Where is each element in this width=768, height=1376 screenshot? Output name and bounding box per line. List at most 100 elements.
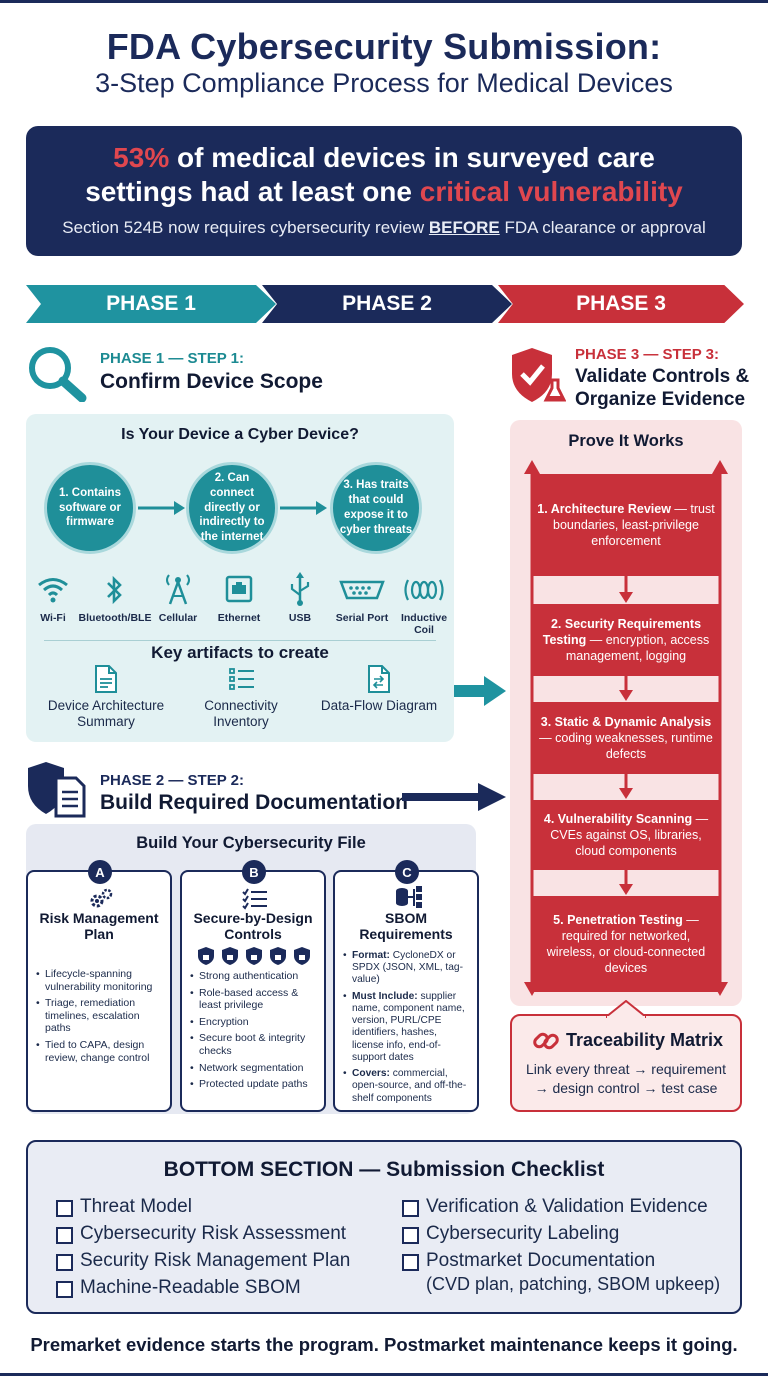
- sbom-card: C SBOM Requirements Format: CycloneDX or…: [333, 860, 479, 1112]
- criterion-2-circle: 2. Can connect directly or indirectly to…: [186, 462, 278, 554]
- validation-step-1: 1. Architecture Review — trust boundarie…: [532, 474, 720, 576]
- secure-design-bullets: Strong authentication Role-based access …: [190, 970, 318, 1095]
- list-icon: [229, 668, 254, 690]
- arrow-down-icon: [619, 676, 633, 701]
- checklist-item[interactable]: Threat Model: [54, 1196, 192, 1218]
- phase1-kicker: PHASE 1 — STEP 1:: [100, 350, 244, 367]
- stat-banner: 53% of medical devices in surveyed care …: [26, 126, 742, 256]
- bottom-rule: [0, 1373, 768, 1376]
- bullet-item: Strong authentication: [190, 970, 318, 983]
- sbom-item: Covers: commercial, open-source, and off…: [343, 1068, 471, 1105]
- bullet-item: Secure boot & integrity checks: [190, 1032, 318, 1057]
- sbom-bullets: Format: CycloneDX or SPDX (JSON, XML, ta…: [343, 950, 471, 1109]
- arrow-right-icon: [402, 783, 506, 811]
- checklist-item[interactable]: Cybersecurity Labeling: [400, 1223, 619, 1245]
- step-title: 3. Static & Dynamic Analysis: [540, 714, 712, 729]
- traceability-line-1: Link every threat → requirement: [526, 1061, 726, 1077]
- bullet-item: Lifecycle-spanning vulnerability monitor…: [36, 968, 164, 993]
- top-rule: [0, 0, 768, 3]
- secure-design-card: B Secure-by-Design Controls Strong authe…: [180, 860, 326, 1112]
- step-title: 4. Vulnerability Scanning: [543, 811, 693, 826]
- interface-label: USB: [288, 612, 312, 624]
- bullet-item: Network segmentation: [190, 1062, 318, 1075]
- arrow-down-icon: [619, 774, 633, 799]
- validation-step-3: 3. Static & Dynamic Analysis — coding we…: [532, 702, 720, 774]
- step-title: 1. Architecture Review: [537, 501, 671, 516]
- checklist-item-note: (CVD plan, patching, SBOM upkeep): [426, 1274, 721, 1294]
- divider: [44, 640, 436, 641]
- secure-design-title: Secure-by-Design Controls: [193, 910, 313, 943]
- validation-step-5: 5. Penetration Testing — required for ne…: [532, 896, 720, 992]
- bullet-item: Encryption: [190, 1016, 318, 1029]
- phase2-heading: Build Required Documentation: [100, 791, 409, 814]
- phase2-kicker: PHASE 2 — STEP 2:: [100, 772, 244, 789]
- checklist-title: BOTTOM SECTION — Submission Checklist: [163, 1158, 605, 1181]
- banner-sub-text: Section 524B now requires cybersecurity …: [62, 218, 429, 237]
- sbom-item: Format: CycloneDX or SPDX (JSON, XML, ta…: [343, 950, 471, 987]
- wifi-icon: [38, 578, 68, 603]
- step-title: 2. Security Requirements Testing: [542, 616, 702, 647]
- artifact-label: Connectivity Inventory: [204, 698, 278, 730]
- link-icon: [533, 1032, 559, 1050]
- phase2-card-title: Build Your Cybersecurity File: [136, 834, 366, 852]
- shield-document-icon: [28, 762, 86, 818]
- phase3-card-title: Prove It Works: [568, 432, 684, 450]
- validation-step-4: 4. Vulnerability Scanning — CVEs against…: [532, 800, 720, 870]
- interface-label: Wi-Fi: [40, 612, 66, 624]
- interface-label: Ethernet: [217, 612, 261, 624]
- bullet-item: Tied to CAPA, design review, change cont…: [36, 1039, 164, 1064]
- checklist-item[interactable]: Cybersecurity Risk Assessment: [54, 1223, 346, 1245]
- pointer-notch: [606, 1000, 646, 1018]
- phase3-heading-1: Validate Controls &: [575, 366, 750, 387]
- badge-a: A: [88, 860, 112, 884]
- banner-text: settings had at least one: [85, 176, 420, 207]
- phase3-heading-2: Organize Evidence: [575, 389, 746, 410]
- arrow-down-icon: [619, 576, 633, 603]
- checklist-item[interactable]: Verification & Validation Evidence: [400, 1196, 708, 1218]
- validation-step-2: 2. Security Requirements Testing — encry…: [532, 604, 720, 676]
- banner-text: of medical devices in surveyed care: [169, 142, 655, 173]
- checklist-item[interactable]: Security Risk Management Plan: [54, 1250, 350, 1272]
- sbom-item-text: commercial, open-source, and off-the-she…: [352, 1068, 467, 1104]
- traceability-title: Traceability Matrix: [566, 1030, 724, 1050]
- banner-line-2: settings had at least one critical vulne…: [26, 176, 742, 208]
- cellular-tower-icon: [166, 574, 190, 605]
- bluetooth-icon: [107, 575, 122, 605]
- artifact-label: Data-Flow Diagram: [320, 698, 438, 713]
- banner-subline: Section 524B now requires cybersecurity …: [26, 218, 742, 238]
- phase1-heading: Confirm Device Scope: [100, 370, 323, 393]
- sbom-item-label: Format:: [352, 950, 390, 961]
- step-desc: — trust boundaries, least-privilege enfo…: [553, 501, 715, 549]
- ethernet-icon: [225, 575, 253, 603]
- banner-sub-text: FDA clearance or approval: [499, 218, 706, 237]
- checklist-icon: [242, 888, 267, 910]
- phase-3-chevron: PHASE 3: [498, 285, 744, 323]
- criterion-1-circle: 1. Contains software or firmware: [44, 462, 136, 554]
- data-flow-icon: [368, 665, 390, 693]
- traceability-line-2: → design control → test case: [534, 1080, 718, 1096]
- interface-label: Serial Port: [335, 612, 389, 624]
- arrow-right-icon: [454, 676, 506, 706]
- submission-checklist: BOTTOM SECTION — Submission Checklist: [26, 1140, 742, 1314]
- magnifier-icon: [29, 347, 87, 402]
- document-icon: [95, 665, 117, 693]
- checklist-item[interactable]: Machine-Readable SBOM: [54, 1277, 301, 1299]
- database-network-icon: [396, 886, 422, 908]
- badge-b: B: [242, 860, 266, 884]
- serial-port-icon: [339, 580, 385, 600]
- banner-highlight: critical vulnerability: [419, 176, 683, 207]
- checklist-item[interactable]: Postmarket Documentation: [400, 1250, 655, 1272]
- step-desc: — encryption, access management, logging: [565, 632, 710, 664]
- step-desc: — coding weaknesses, runtime defects: [539, 730, 713, 762]
- bullet-item: Triage, remediation timelines, escalatio…: [36, 997, 164, 1035]
- sbom-title: SBOM Requirements: [359, 910, 453, 943]
- stat-value: 53%: [113, 142, 170, 173]
- shield-lock-icons: [198, 947, 310, 965]
- artifacts-title: Key artifacts to create: [151, 643, 329, 662]
- sbom-item: Must Include: supplier name, component n…: [343, 991, 471, 1064]
- usb-icon: [290, 572, 310, 606]
- shield-check-icon: [512, 348, 566, 402]
- artifact-label: Device Architecture Summary: [47, 698, 165, 730]
- step-desc: — required for networked, wireless, or c…: [546, 912, 706, 976]
- bullet-item: Protected update paths: [190, 1078, 318, 1091]
